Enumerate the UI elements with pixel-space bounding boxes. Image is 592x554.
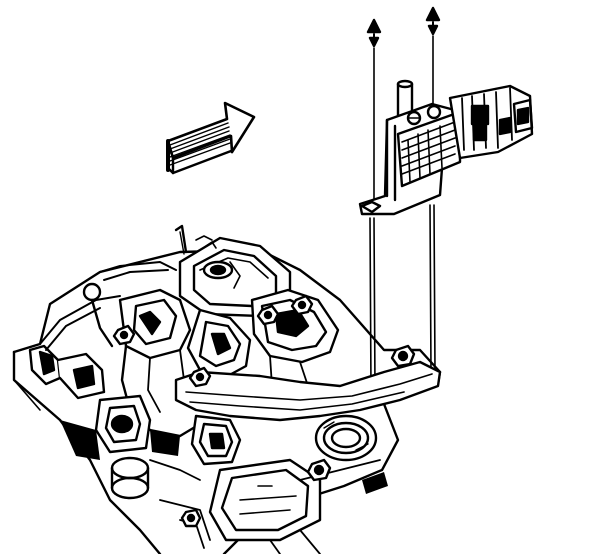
bolt-icon <box>290 294 314 316</box>
engine-assembly-icon <box>12 224 442 554</box>
bolt-icon <box>390 344 416 368</box>
up-arrow-icon <box>366 18 382 206</box>
electrical-module-icon <box>358 79 534 216</box>
guide-lines <box>369 204 436 391</box>
hollow-arrow-icon <box>166 101 256 175</box>
bolt-icon <box>188 366 212 388</box>
up-arrow-icon <box>425 6 441 105</box>
bolt-icon <box>180 508 202 528</box>
bolt-icon <box>256 304 280 326</box>
bolt-icon <box>112 324 136 346</box>
bolt-icon <box>306 458 332 482</box>
